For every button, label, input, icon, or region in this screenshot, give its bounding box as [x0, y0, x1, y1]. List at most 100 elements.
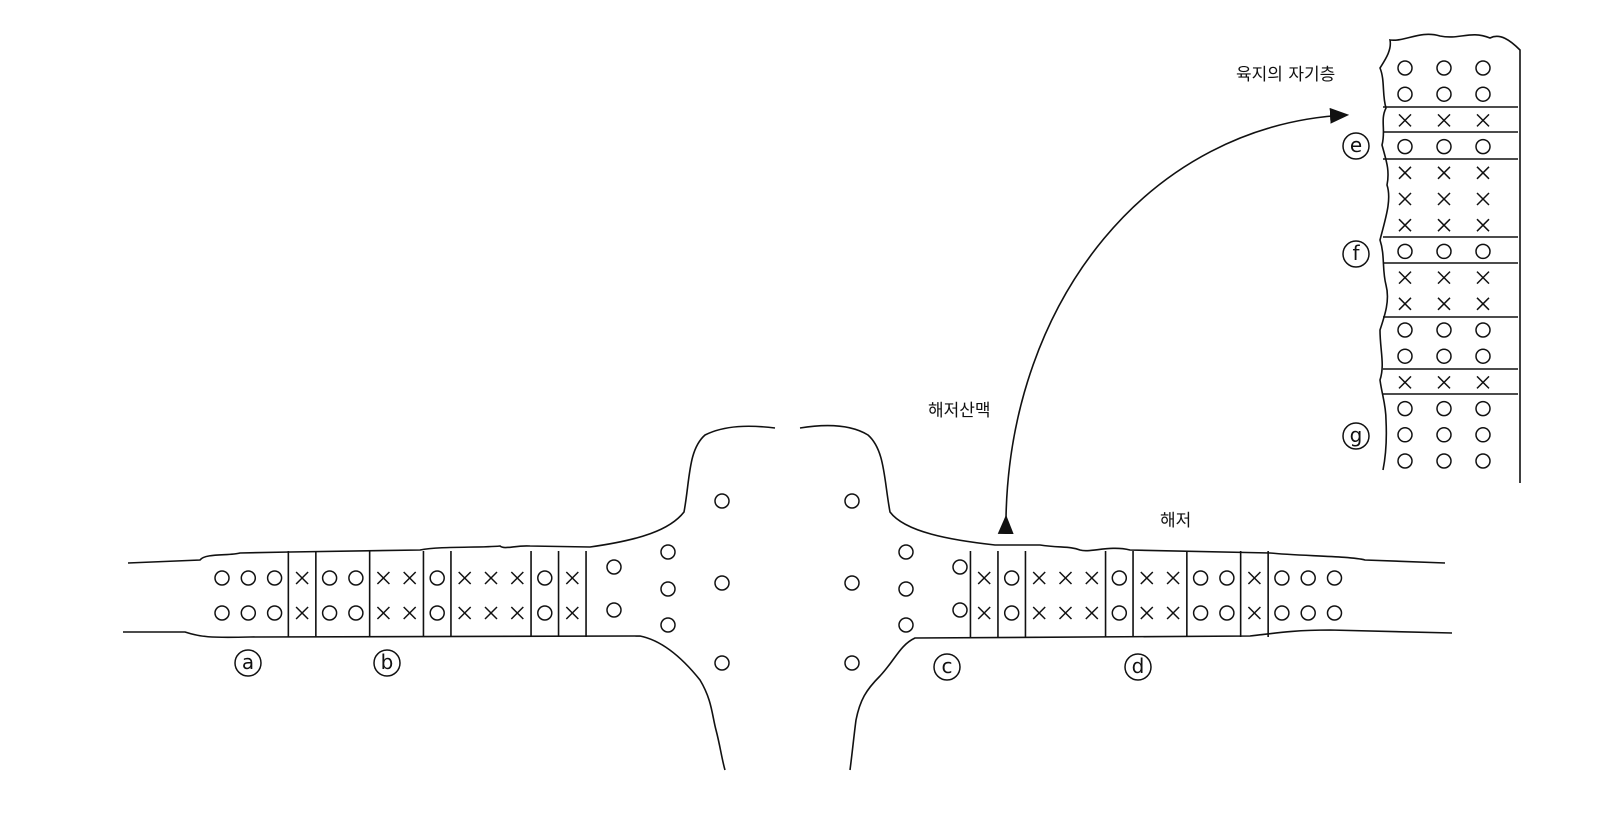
normal-polarity-circle — [1300, 605, 1316, 621]
normal-polarity-circle — [1192, 570, 1209, 586]
reversed-polarity-cross — [1032, 571, 1046, 585]
reversed-polarity-cross — [1437, 297, 1451, 311]
reversed-polarity-cross — [376, 571, 390, 585]
reversed-polarity-cross — [1437, 218, 1451, 232]
reversed-polarity-cross — [403, 571, 417, 585]
reversed-polarity-cross — [510, 606, 524, 620]
normal-polarity-circle — [1003, 570, 1020, 586]
normal-polarity-circle — [714, 655, 730, 671]
normal-polarity-circle — [266, 570, 283, 586]
reversed-polarity-cross — [1398, 218, 1412, 232]
reversed-polarity-cross — [1437, 192, 1451, 206]
normal-polarity-circle — [1300, 570, 1316, 586]
reversed-polarity-cross — [458, 571, 472, 585]
normal-polarity-circle — [1475, 243, 1491, 260]
normal-polarity-circle — [1003, 605, 1020, 621]
normal-polarity-circle — [844, 493, 860, 509]
reversed-polarity-cross — [1140, 606, 1154, 620]
normal-polarity-circle — [1436, 400, 1452, 417]
normal-polarity-circle — [606, 602, 622, 618]
reversed-polarity-cross — [1476, 166, 1490, 180]
normal-polarity-circle — [1219, 605, 1235, 621]
normal-polarity-circle — [898, 617, 914, 633]
normal-polarity-circle — [214, 570, 230, 586]
seafloor-bottom-left-outline — [123, 631, 726, 771]
reversed-polarity-cross — [510, 571, 524, 585]
reversed-polarity-cross — [1247, 571, 1261, 585]
normal-polarity-circle — [348, 605, 364, 621]
marker-circle — [373, 649, 401, 677]
reversed-polarity-cross — [1398, 192, 1412, 206]
reversed-polarity-cross — [1032, 606, 1046, 620]
normal-polarity-circle — [321, 605, 338, 621]
normal-polarity-circle — [1397, 243, 1413, 260]
normal-polarity-circle — [1436, 348, 1452, 364]
reversed-polarity-cross — [1476, 192, 1490, 206]
land-layers-label: 육지의 자기층 — [1236, 65, 1335, 85]
normal-polarity-circle — [1111, 605, 1128, 621]
marker-circle — [1342, 132, 1370, 160]
normal-polarity-circle — [1397, 86, 1413, 102]
seafloor-label: 해저 — [1160, 511, 1191, 531]
normal-polarity-circle — [660, 581, 676, 597]
marker-b: b — [373, 649, 401, 677]
marker-letter: f — [1352, 241, 1360, 265]
normal-polarity-circle — [1436, 427, 1452, 443]
normal-polarity-circle — [1475, 453, 1491, 469]
normal-polarity-circle — [1436, 138, 1452, 155]
reversed-polarity-cross — [403, 606, 417, 620]
normal-polarity-circle — [1397, 400, 1413, 417]
normal-polarity-circle — [714, 493, 730, 509]
marker-letter: e — [1350, 133, 1362, 157]
normal-polarity-circle — [1326, 570, 1343, 586]
marker-letter: a — [242, 650, 254, 674]
normal-polarity-circle — [606, 559, 622, 575]
normal-polarity-circle — [240, 605, 257, 621]
normal-polarity-circle — [898, 581, 914, 597]
marker-circle — [1342, 422, 1370, 450]
marker-circle — [1342, 240, 1370, 268]
normal-polarity-circle — [1397, 138, 1413, 155]
reversed-polarity-cross — [1476, 375, 1490, 389]
seafloor-top-left-outline — [127, 425, 776, 564]
reversed-polarity-cross — [1398, 297, 1412, 311]
reversed-polarity-cross — [1437, 375, 1451, 389]
reversed-polarity-cross — [1085, 606, 1099, 620]
normal-polarity-circle — [660, 617, 676, 633]
reversed-polarity-cross — [1247, 606, 1261, 620]
normal-polarity-circle — [952, 602, 968, 618]
marker-circle — [933, 653, 961, 681]
normal-polarity-circle — [1436, 453, 1452, 469]
normal-polarity-circle — [214, 605, 230, 621]
marker-a: a — [234, 649, 262, 677]
normal-polarity-circle — [1475, 138, 1491, 155]
land-column-dividers — [1383, 106, 1518, 395]
normal-polarity-circle — [898, 544, 914, 560]
ridge-label: 해저산맥 — [928, 401, 991, 421]
reversed-polarity-cross — [1166, 571, 1180, 585]
normal-polarity-circle — [1436, 243, 1452, 260]
land-column-outline — [1379, 33, 1521, 483]
normal-polarity-circle — [1436, 60, 1452, 76]
reversed-polarity-cross — [1085, 571, 1099, 585]
normal-polarity-circle — [1475, 86, 1491, 102]
marker-circle — [234, 649, 262, 677]
normal-polarity-circle — [1192, 605, 1209, 621]
normal-polarity-circle — [1111, 570, 1128, 586]
reversed-polarity-cross — [1166, 606, 1180, 620]
reversed-polarity-cross — [484, 571, 498, 585]
normal-polarity-circle — [1219, 570, 1235, 586]
normal-polarity-circle — [1436, 86, 1452, 102]
normal-polarity-circle — [714, 575, 730, 591]
normal-polarity-circle — [348, 570, 364, 586]
reversed-polarity-cross — [1058, 606, 1073, 620]
reversed-polarity-cross — [1140, 571, 1154, 585]
normal-polarity-circle — [537, 570, 553, 586]
reversed-polarity-cross — [1476, 297, 1490, 311]
band-dividers — [287, 551, 1269, 637]
normal-polarity-circle — [1397, 322, 1413, 338]
normal-polarity-circle — [1274, 570, 1290, 586]
reversed-polarity-cross — [458, 606, 472, 620]
marker-letter: b — [381, 650, 394, 674]
